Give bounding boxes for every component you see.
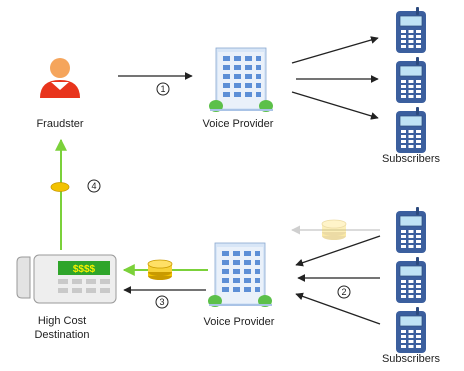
step-3-badge: 3 <box>155 295 169 309</box>
mobile-phone-icon <box>395 206 427 254</box>
step-1-badge: 1 <box>156 82 170 96</box>
svg-text:4: 4 <box>91 181 96 191</box>
voice-provider-bottom-label: Voice Provider <box>204 316 275 328</box>
mobile-phone-icon <box>395 6 427 54</box>
coin-stack-icon <box>147 259 173 281</box>
mobile-phone-icon <box>395 56 427 104</box>
person-icon <box>40 58 80 98</box>
arrow-provider-to-subscriber <box>291 91 379 120</box>
fraudster-label: Fraudster <box>36 118 83 130</box>
building-icon <box>208 47 274 113</box>
svg-text:1: 1 <box>160 84 165 94</box>
faded-coin-stack-icon <box>321 219 347 241</box>
building-icon <box>207 242 273 308</box>
arrow-provider-to-subscriber <box>291 36 379 64</box>
desk-phone-icon: $$$$ <box>16 254 117 304</box>
step-2-badge: 2 <box>337 285 351 299</box>
subscribers-top-label: Subscribers <box>382 153 441 165</box>
svg-text:3: 3 <box>159 297 164 307</box>
arrow-subscriber-to-provider <box>295 292 381 325</box>
mobile-phone-icon <box>395 306 427 354</box>
high-cost-label-line2: Destination <box>34 329 89 341</box>
svg-text:2: 2 <box>341 287 346 297</box>
mobile-phone-icon <box>395 106 427 154</box>
money-display: $$$$ <box>73 264 96 275</box>
mobile-phone-icon <box>395 256 427 304</box>
step-4-badge: 4 <box>87 179 101 193</box>
voice-provider-top-label: Voice Provider <box>203 118 274 130</box>
coin-icon <box>50 182 70 192</box>
arrow-subscriber-to-provider <box>295 235 381 267</box>
subscribers-bottom-label: Subscribers <box>382 353 441 365</box>
high-cost-label-line1: High Cost <box>38 315 86 327</box>
